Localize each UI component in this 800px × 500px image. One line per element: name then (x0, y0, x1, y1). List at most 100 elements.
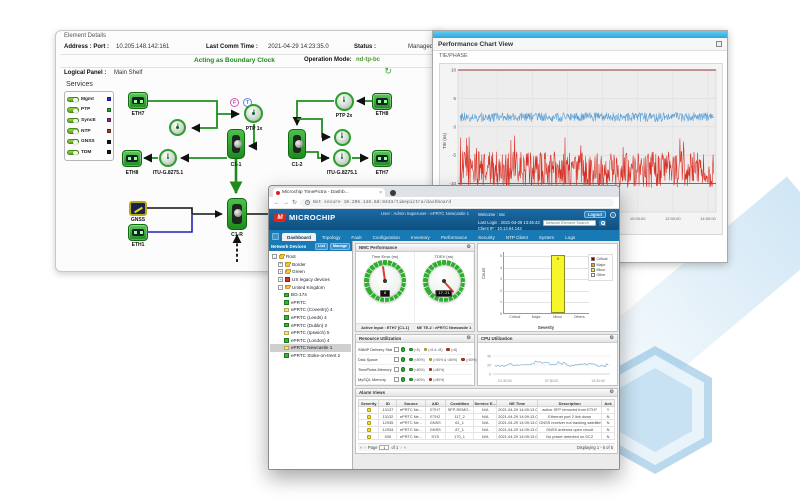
service-toggle[interactable] (67, 117, 79, 124)
column-header-condition[interactable]: Condition (444, 399, 475, 407)
tree-expander-icon[interactable]: + (278, 268, 283, 275)
tree-item-root[interactable]: -Root (270, 253, 351, 261)
network-element-search-input[interactable]: Network Element Search (542, 219, 596, 226)
card-node-c1-r[interactable] (227, 198, 247, 230)
help-icon[interactable]: ? (610, 212, 616, 218)
eth-port-node[interactable] (122, 149, 142, 167)
column-header-source[interactable]: Source (396, 399, 426, 407)
tree-item-eprtc-stoke-on-trent-2[interactable]: ePRTC Stoke-on-trent 2 (270, 352, 351, 360)
column-header-service-e-[interactable]: Service E... (473, 399, 498, 407)
table-cell: N/A (473, 419, 498, 427)
tree-item-eprtc[interactable]: ePRTC (270, 299, 351, 307)
service-toggle[interactable] (67, 138, 79, 145)
tree-item-border[interactable]: +Border (270, 261, 351, 269)
ptp1x-clock-node[interactable] (244, 104, 263, 123)
search-icon[interactable] (599, 219, 606, 226)
tab-topology[interactable]: Topology (322, 234, 341, 240)
tree-expander-icon[interactable]: + (278, 276, 283, 283)
column-header-ne-time[interactable]: NE Time (496, 399, 539, 407)
ptp2x-clock-node[interactable] (334, 91, 354, 111)
card-lens (293, 135, 303, 153)
back-icon[interactable]: ← (274, 199, 280, 206)
sidebar-manage-button[interactable]: Manage (329, 242, 350, 250)
gear-icon[interactable]: ⚙ (466, 244, 471, 250)
forward-icon[interactable]: → (283, 199, 289, 206)
clock-node[interactable] (169, 119, 186, 136)
resource-checkbox[interactable] (394, 367, 399, 372)
tab-ntp-client[interactable]: NTP Client (505, 234, 528, 240)
tree-item-united-kingdom[interactable]: -United Kingdom (270, 283, 351, 291)
gear-icon[interactable]: ⚙ (609, 389, 614, 395)
card-node-c1-1[interactable] (227, 129, 245, 159)
page-input[interactable]: 1 (379, 444, 390, 451)
tree-item-eprtc-newcastle-1[interactable]: ePRTC Newcastle 1 (270, 344, 351, 352)
tree-expander-icon[interactable]: - (272, 253, 277, 260)
eth-port-node[interactable] (372, 92, 392, 110)
service-toggle[interactable] (67, 128, 79, 134)
next-page-button[interactable]: › (400, 445, 402, 450)
tree-item-eprtc-london-4[interactable]: ePRTC (London) 4 (270, 337, 351, 345)
tab-logs[interactable]: Logs (565, 234, 576, 240)
column-header-ack[interactable]: Ack (601, 399, 615, 407)
eth-port-node[interactable] (128, 223, 148, 241)
tab-configuration[interactable]: Configuration (372, 234, 400, 240)
resource-checkbox[interactable] (394, 347, 399, 352)
tree-item-eprtc-coventry-4[interactable]: ePRTC (Coventry) 4 (270, 306, 351, 314)
resource-checkbox[interactable] (394, 357, 399, 362)
gnss-antenna-node[interactable] (129, 200, 147, 216)
resource-checkbox[interactable] (394, 377, 399, 382)
tab-security[interactable]: Security (478, 234, 495, 240)
itu-clock-node[interactable] (159, 149, 177, 167)
browser-tab[interactable]: Microchip TimePictra - Dashb... × (273, 188, 385, 197)
tree-item-eprtc-leeds-4[interactable]: ePRTC (Leeds) 4 (270, 314, 351, 322)
prev-page-button[interactable]: ‹ (364, 445, 366, 450)
info-icon[interactable]: i (305, 200, 311, 205)
first-page-button[interactable]: « (360, 445, 363, 450)
window-titlebar[interactable] (433, 31, 727, 38)
maximize-icon[interactable] (716, 41, 722, 47)
last-page-button[interactable]: » (403, 445, 407, 450)
service-toggle[interactable] (67, 107, 79, 113)
browser-profile-icon[interactable] (390, 189, 396, 196)
tab-dashboard[interactable]: Dashboard (282, 232, 316, 241)
tab-performance[interactable]: Performance (440, 234, 468, 240)
column-header-aid[interactable]: AID (424, 399, 447, 407)
reload-icon[interactable]: ↻ (292, 199, 298, 206)
column-header-description[interactable]: Description (537, 399, 603, 407)
card-node-c1-2[interactable] (288, 129, 306, 159)
tree-item-eprtc-ipswich-5[interactable]: ePRTC (Ipswich) 5 (270, 329, 351, 337)
url-field[interactable]: i Not secure 10.205.148.68:8443/timepict… (300, 198, 614, 207)
sidebar-list-button[interactable]: List (315, 242, 328, 250)
service-toggle[interactable] (67, 96, 79, 103)
itu-clock-node[interactable] (333, 149, 351, 167)
legend-label: Other (596, 273, 606, 278)
tree-expander-icon[interactable]: - (278, 284, 283, 290)
gear-icon[interactable]: ⚙ (609, 335, 614, 341)
gear-icon[interactable]: ⚙ (466, 335, 471, 341)
service-row: SyncE (67, 115, 111, 126)
bar-minor[interactable]: 5 (550, 255, 565, 313)
column-header-severity[interactable]: Severity (357, 399, 380, 407)
grid-icon[interactable] (272, 232, 279, 240)
tab-inventory[interactable]: Inventory (410, 234, 430, 240)
eth-port-node[interactable] (128, 92, 148, 109)
tab-fault[interactable]: Fault (351, 234, 362, 240)
tree-item-us-legacy-devices[interactable]: +US legacy devices (270, 276, 351, 284)
tree-expander-icon[interactable]: + (278, 261, 283, 267)
refresh-icon[interactable]: ↻ (384, 66, 392, 76)
logout-button[interactable]: Logout (583, 211, 606, 218)
clock-node[interactable] (333, 128, 351, 146)
eth-port-node[interactable] (372, 149, 392, 167)
tree-item-eprtc-dublin-2[interactable]: ePRTC (Dublin) 2 (270, 321, 351, 329)
tab-close-icon[interactable]: × (379, 189, 382, 196)
tree-item-green[interactable]: +Green (270, 268, 351, 276)
tab-system[interactable]: System (538, 234, 555, 240)
tree-item-bg-174[interactable]: BG-174 (270, 291, 351, 299)
service-toggle[interactable] (67, 149, 79, 156)
column-header-id[interactable]: ID (378, 399, 398, 407)
